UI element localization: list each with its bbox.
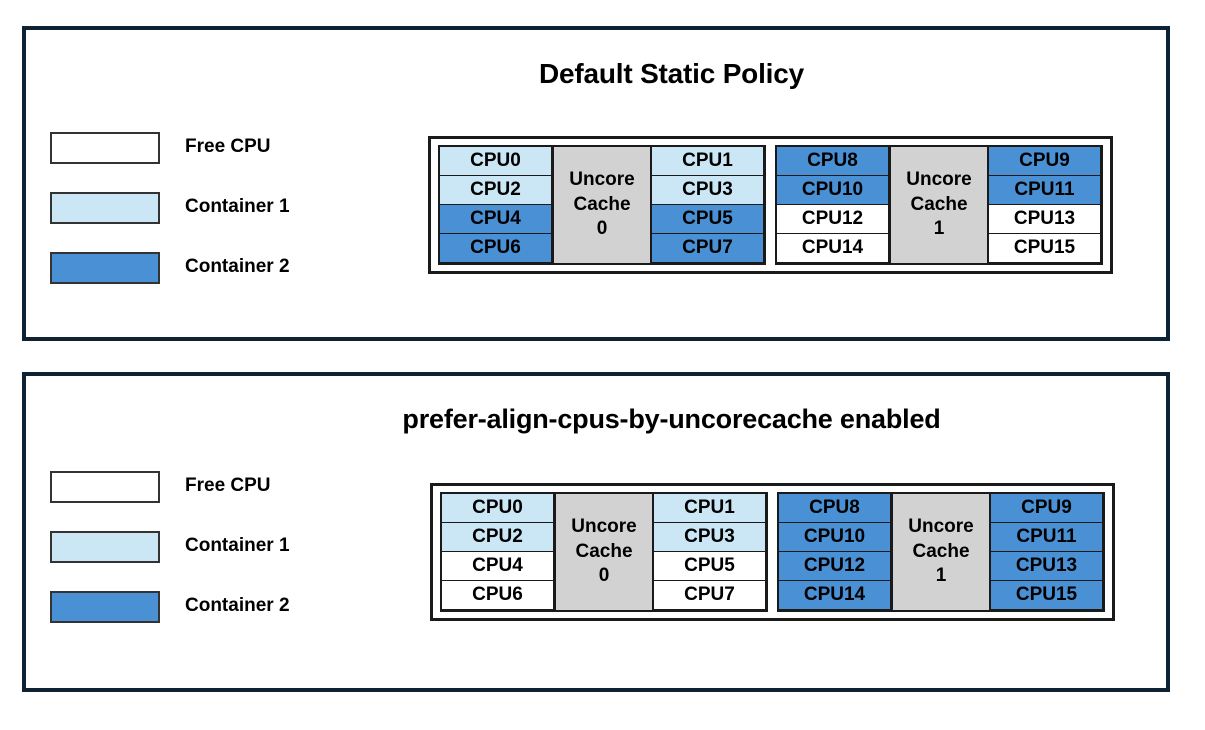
cpu-cell: CPU3 <box>653 522 766 552</box>
cpu-cell: CPU14 <box>778 580 891 610</box>
cpu-cell: CPU8 <box>776 146 889 176</box>
uncore-cache-label-line2: Cache <box>573 193 631 215</box>
cpu-cell: CPU11 <box>988 175 1101 205</box>
uncore-cache-label-line2: Cache <box>575 540 633 562</box>
cpu-cell: CPU11 <box>990 522 1103 552</box>
cpu-cell: CPU4 <box>441 551 554 581</box>
cpu-cell: CPU14 <box>776 233 889 263</box>
legend-swatch-container-1 <box>50 192 160 224</box>
legend-label-container-2: Container 2 <box>185 595 290 616</box>
cpu-cell: CPU15 <box>990 580 1103 610</box>
cache-group-0: CPU0 CPU2 CPU4 CPU6 Uncore Cache 0 CPU1 … <box>440 492 768 612</box>
uncore-cache-label-line1: Uncore <box>906 168 972 190</box>
cpu-column-left-cache-0: CPU0 CPU2 CPU4 CPU6 <box>439 146 552 263</box>
page-title-prefer-align-cpus-by-uncorecache: prefer-align-cpus-by-uncorecache enabled <box>402 404 941 434</box>
legend-label-free-cpu: Free CPU <box>185 475 271 496</box>
cpu-column-right-cache-1: CPU9 CPU11 CPU13 CPU15 <box>988 146 1101 263</box>
legend-label-container-2: Container 2 <box>185 256 290 277</box>
cpu-column-left-cache-1: CPU8 CPU10 CPU12 CPU14 <box>776 146 889 263</box>
cpu-column-left-cache-0: CPU0 CPU2 CPU4 CPU6 <box>441 493 554 610</box>
uncore-cache-label-index: 0 <box>596 218 608 240</box>
legend-label-container-1: Container 1 <box>185 535 290 556</box>
cpu-cell: CPU2 <box>439 175 552 205</box>
cache-group-0: CPU0 CPU2 CPU4 CPU6 Uncore Cache 0 CPU1 … <box>438 145 766 265</box>
cpu-cell: CPU12 <box>776 204 889 234</box>
cpu-cell: CPU3 <box>651 175 764 205</box>
cpu-cell: CPU6 <box>441 580 554 610</box>
cpu-cell: CPU10 <box>776 175 889 205</box>
cpu-cell: CPU0 <box>441 493 554 523</box>
legend-swatch-container-2 <box>50 252 160 284</box>
cpu-cell: CPU1 <box>651 146 764 176</box>
uncore-cache-label-index: 1 <box>935 565 947 587</box>
cache-group-1: CPU8 CPU10 CPU12 CPU14 Uncore Cache 1 CP… <box>775 145 1103 265</box>
uncore-cache-block-1: Uncore Cache 1 <box>889 147 989 263</box>
legend-label-container-1: Container 1 <box>185 196 290 217</box>
cpu-cell: CPU15 <box>988 233 1101 263</box>
cpu-cell: CPU0 <box>439 146 552 176</box>
cpu-column-right-cache-1: CPU9 CPU11 CPU13 CPU15 <box>990 493 1103 610</box>
cpu-column-left-cache-1: CPU8 CPU10 CPU12 CPU14 <box>778 493 891 610</box>
cache-group-1: CPU8 CPU10 CPU12 CPU14 Uncore Cache 1 CP… <box>777 492 1105 612</box>
cpu-cell: CPU13 <box>990 551 1103 581</box>
cpu-cell: CPU4 <box>439 204 552 234</box>
legend-swatch-free-cpu <box>50 471 160 503</box>
legend-swatch-free-cpu <box>50 132 160 164</box>
page-title-default-static-policy: Default Static Policy <box>539 58 804 89</box>
cpu-cell: CPU5 <box>651 204 764 234</box>
cpu-cell: CPU7 <box>653 580 766 610</box>
cpu-cell: CPU9 <box>988 146 1101 176</box>
uncore-cache-block-1: Uncore Cache 1 <box>891 494 991 610</box>
cpu-cell: CPU9 <box>990 493 1103 523</box>
uncore-cache-label-line2: Cache <box>912 540 970 562</box>
cpu-cell: CPU13 <box>988 204 1101 234</box>
cpu-cell: CPU2 <box>441 522 554 552</box>
uncore-cache-block-0: Uncore Cache 0 <box>552 147 652 263</box>
cpu-cell: CPU12 <box>778 551 891 581</box>
cpu-column-right-cache-0: CPU1 CPU3 CPU5 CPU7 <box>653 493 766 610</box>
uncore-cache-label-line2: Cache <box>910 193 968 215</box>
legend-swatch-container-1 <box>50 531 160 563</box>
uncore-cache-label-index: 1 <box>933 218 945 240</box>
cpu-cell: CPU1 <box>653 493 766 523</box>
cpu-topology-diagram-prefer-align: CPU0 CPU2 CPU4 CPU6 Uncore Cache 0 CPU1 … <box>430 483 1115 621</box>
uncore-cache-label-index: 0 <box>598 565 610 587</box>
cpu-cell: CPU6 <box>439 233 552 263</box>
legend-label-free-cpu: Free CPU <box>185 136 271 157</box>
cpu-cell: CPU8 <box>778 493 891 523</box>
cpu-cell: CPU10 <box>778 522 891 552</box>
uncore-cache-label-line1: Uncore <box>908 515 974 537</box>
cpu-cell: CPU5 <box>653 551 766 581</box>
uncore-cache-block-0: Uncore Cache 0 <box>554 494 654 610</box>
uncore-cache-label-line1: Uncore <box>569 168 635 190</box>
legend-swatch-container-2 <box>50 591 160 623</box>
cpu-column-right-cache-0: CPU1 CPU3 CPU5 CPU7 <box>651 146 764 263</box>
cpu-topology-diagram-default: CPU0 CPU2 CPU4 CPU6 Uncore Cache 0 CPU1 … <box>428 136 1113 274</box>
cpu-cell: CPU7 <box>651 233 764 263</box>
uncore-cache-label-line1: Uncore <box>571 515 637 537</box>
